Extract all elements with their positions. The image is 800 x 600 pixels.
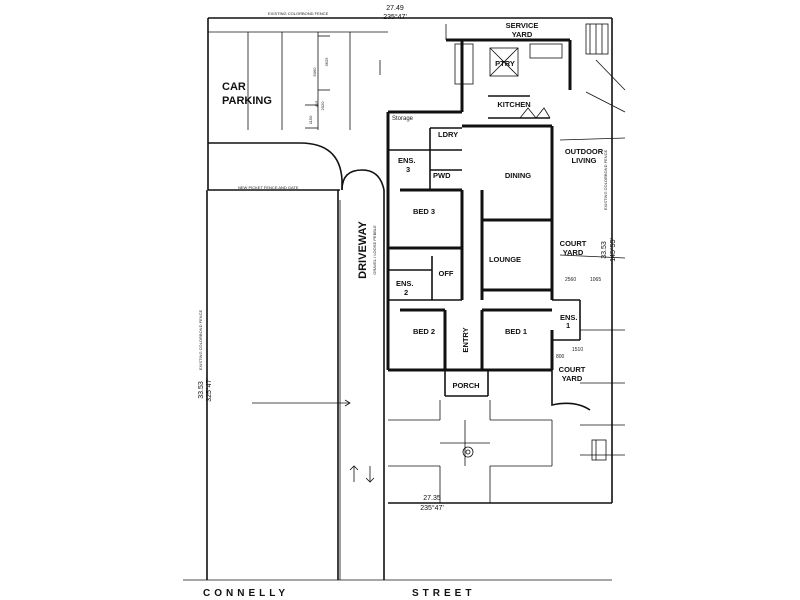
park-dim-5060: 5060 <box>312 67 317 77</box>
court-yard-1-label-1: COURT <box>560 239 587 248</box>
off-label: OFF <box>439 269 454 278</box>
up-down-arrows-icon <box>349 465 375 483</box>
top-bearing: 235°47' <box>383 13 407 21</box>
car-label-1: CAR <box>222 81 246 93</box>
entry-label: ENTRY <box>461 327 470 352</box>
bed3-label: BED 3 <box>413 207 435 216</box>
car-label-2: PARKING <box>222 95 272 107</box>
storage-label: Storage <box>392 116 414 122</box>
ens1-label-1: ENS. <box>560 313 578 322</box>
ens2-label-2: 2 <box>404 288 408 297</box>
court-dim-1065: 1065 <box>590 277 601 283</box>
ldry-label: LDRY <box>438 130 458 139</box>
left-length: 33.53 <box>198 381 205 399</box>
street-name-1: CONNELLY <box>203 588 289 599</box>
kitchen-fixtures <box>454 23 609 119</box>
service-yard-label-1: SERVICE <box>506 21 539 30</box>
park-dim-2020: 2020 <box>320 101 325 111</box>
bed1-label: BED 1 <box>505 327 527 336</box>
outdoor-living-label-2: LIVING <box>571 156 596 165</box>
picket-fence-note: NEW PICKET FENCE AND GATE <box>238 185 299 190</box>
court-dim-800: 800 <box>556 354 565 360</box>
court-yard-2-label-2: YARD <box>562 374 583 383</box>
court-yard-1-label-2: YARD <box>563 248 584 257</box>
park-dim-3625: 3625 <box>324 57 329 67</box>
court-yard-2-label-1: COURT <box>559 365 586 374</box>
driveway-label: DRIVEWAY <box>357 221 369 279</box>
arrow-right-icon <box>252 399 351 407</box>
outdoor-living-label-1: OUTDOOR <box>565 147 604 156</box>
bottom-bearing: 235°47' <box>420 504 444 512</box>
fence-left-note: EXISTING COLORBOND FENCE <box>198 310 203 371</box>
lot-boundary <box>206 17 613 580</box>
dining-label: DINING <box>505 171 531 180</box>
bed2-label: BED 2 <box>413 327 435 336</box>
fence-top-note: EXISTING COLORBOND FENCE <box>268 11 329 16</box>
porch-label: PORCH <box>452 381 479 390</box>
right-length: 33.53 <box>601 241 608 259</box>
ptry-label: PTRY <box>495 59 515 68</box>
street-name-2: STREET <box>412 588 475 599</box>
top-length: 27.49 <box>386 5 404 12</box>
court-dim-2560: 2560 <box>565 277 576 283</box>
ens2-label-1: ENS. <box>396 279 414 288</box>
service-yard-label-2: YARD <box>512 30 533 39</box>
ens3-label-2: 3 <box>406 165 410 174</box>
pwd-label: PWD <box>433 171 451 180</box>
car-parking-area <box>208 31 388 191</box>
right-bearing: 145°55' <box>609 238 617 262</box>
park-dim-415: 415 <box>314 100 319 107</box>
kitchen-label: KITCHEN <box>497 100 530 109</box>
house-walls <box>386 24 581 397</box>
survey-arrows <box>559 59 626 456</box>
ens1-label-2: 1 <box>566 321 570 330</box>
fence-right-note: EXISTING COLORBOND FENCE <box>603 150 608 211</box>
driveway <box>337 169 385 580</box>
court-dim-1510: 1510 <box>572 347 583 353</box>
ens3-label-1: ENS. <box>398 156 416 165</box>
left-bearing: 325°47' <box>205 378 213 402</box>
lounge-label: LOUNGE <box>489 255 521 264</box>
driveway-note: GRAVEL / LOOSE PEBBLE <box>372 225 377 275</box>
park-dim-1150: 1150 <box>308 115 313 124</box>
front-garden <box>388 370 607 503</box>
bottom-length: 27.35 <box>423 495 441 502</box>
